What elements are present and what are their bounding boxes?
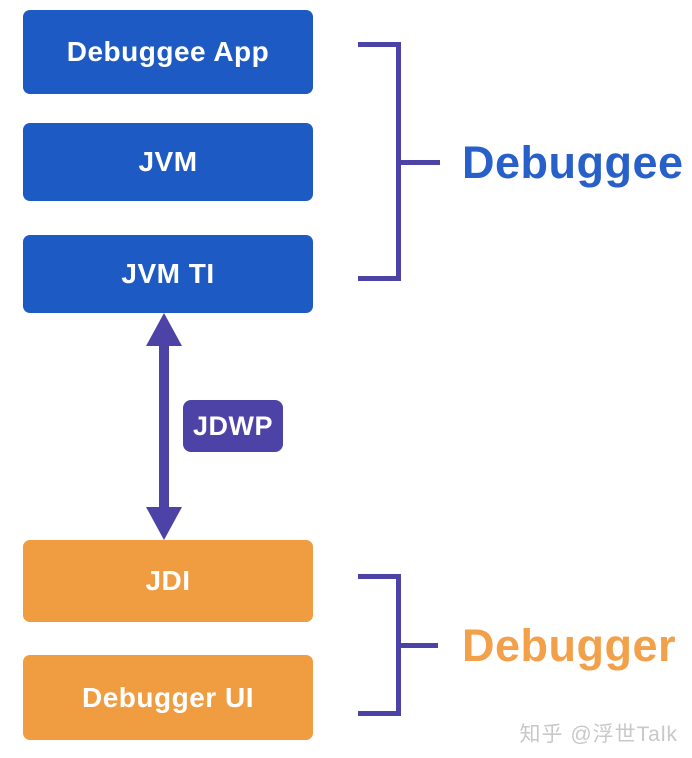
jvm-label: JVM [138, 146, 198, 177]
zhihu-watermark: 知乎 @浮世Talk [519, 723, 678, 746]
jdwp-arrow [146, 313, 182, 540]
arrow-head-down-icon [146, 507, 182, 540]
jdwp-box: JDWP [183, 400, 283, 452]
debuggee-group-label: Debuggee [462, 137, 684, 188]
jdi-box: JDI [23, 540, 313, 622]
debuggee-app-box: Debuggee App [23, 10, 313, 94]
jvmti-label: JVM TI [121, 258, 215, 289]
debugger-ui-box: Debugger UI [23, 655, 313, 740]
arrow-head-up-icon [146, 313, 182, 346]
jvmti-box: JVM TI [23, 235, 313, 313]
jvm-box: JVM [23, 123, 313, 201]
debuggee-bracket-path [358, 42, 401, 281]
debugger-ui-label: Debugger UI [82, 681, 254, 713]
debuggee-app-label: Debuggee App [66, 36, 270, 67]
jdi-label: JDI [145, 565, 191, 596]
arrow-shaft [159, 338, 169, 515]
debugger-bracket-path [358, 574, 401, 716]
jdwp-label: JDWP [192, 410, 273, 441]
debugger-bracket [358, 574, 438, 716]
debuggee-bracket [358, 42, 440, 281]
debugger-group-label: Debugger [462, 620, 677, 671]
